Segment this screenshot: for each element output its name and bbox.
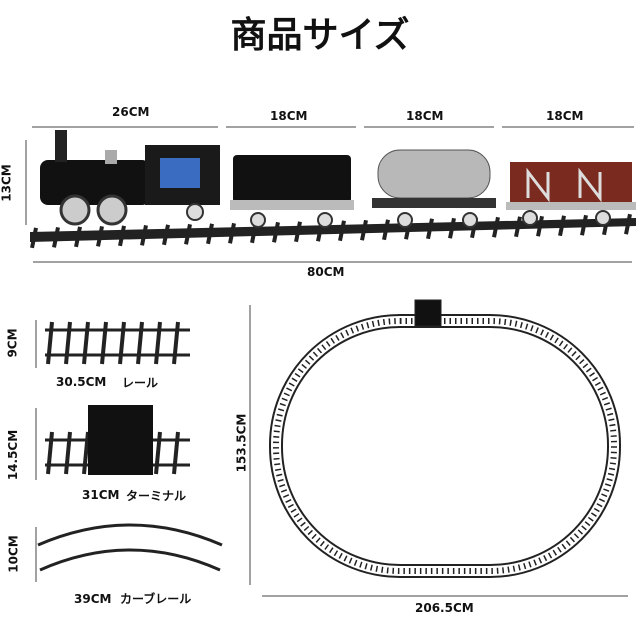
rail-tie: [154, 321, 162, 365]
rail-tie: [172, 431, 180, 475]
rail-tie: [96, 225, 104, 247]
rail-tie: [580, 214, 588, 236]
rail-tie: [118, 321, 126, 365]
rail-tie: [382, 219, 390, 241]
oval-track-layout: [269, 299, 621, 578]
rail-tie: [184, 223, 192, 245]
terminal-name: ターミナル: [126, 489, 187, 503]
curved-rail-name: カーブレール: [120, 592, 192, 606]
rail-tie: [30, 227, 38, 249]
straight-rail-width: 30.5CM: [56, 375, 107, 389]
rail-tie: [64, 321, 72, 365]
car3-length: 18CM: [546, 109, 584, 123]
rail-tie: [140, 224, 148, 246]
rail-tie: [228, 222, 236, 244]
rail-tie: [492, 216, 500, 238]
curved-rail-height: 10CM: [6, 535, 21, 573]
layout-width: 206.5CM: [415, 601, 474, 615]
passenger-car: [230, 155, 354, 228]
rail-tie: [172, 321, 180, 365]
rail-tie: [294, 221, 302, 243]
straight-rail: [45, 321, 190, 365]
rail-tie: [46, 431, 54, 475]
tank-car: [372, 149, 496, 228]
straight-rail-name: レール: [122, 376, 159, 390]
rail-tie: [272, 221, 280, 243]
curved-rail: [37, 523, 223, 572]
rail-tie: [426, 218, 434, 240]
locomotive-length: 26CM: [112, 105, 150, 119]
rail-tie: [100, 321, 108, 365]
rail-tie: [64, 431, 72, 475]
page-title: 商品サイズ: [230, 15, 410, 56]
rail-tie: [118, 225, 126, 247]
car1-length: 18CM: [270, 109, 308, 123]
rail-tie: [558, 215, 566, 237]
rail-tie: [82, 431, 90, 475]
rail-tie: [82, 321, 90, 365]
rail-tie: [624, 213, 632, 235]
rail-tie: [74, 226, 82, 248]
rail-tie: [448, 217, 456, 239]
rail-tie: [206, 223, 214, 245]
rail-tie: [46, 321, 54, 365]
rail-tie: [536, 215, 544, 237]
straight-rail-height: 9CM: [5, 328, 20, 358]
rail-tie: [338, 220, 346, 242]
rail-tie: [52, 226, 60, 248]
train-height: 13CM: [0, 164, 14, 202]
main-track: [30, 213, 636, 249]
rail-tie: [162, 224, 170, 246]
terminal-height: 14.5CM: [6, 429, 21, 481]
car2-length: 18CM: [406, 109, 444, 123]
locomotive: [40, 130, 220, 226]
rail-tie: [514, 216, 522, 238]
layout-height: 153.5CM: [234, 413, 249, 473]
rail-tie: [360, 219, 368, 241]
terminal-width: 31CM: [82, 488, 120, 502]
rail-tie: [136, 321, 144, 365]
terminal-rail: [45, 405, 190, 475]
dimension-lines: [25, 126, 634, 597]
total-length: 80CM: [307, 265, 345, 279]
curved-rail-width: 39CM: [74, 592, 112, 606]
rail-tie: [154, 431, 162, 475]
box-car: [506, 162, 636, 226]
